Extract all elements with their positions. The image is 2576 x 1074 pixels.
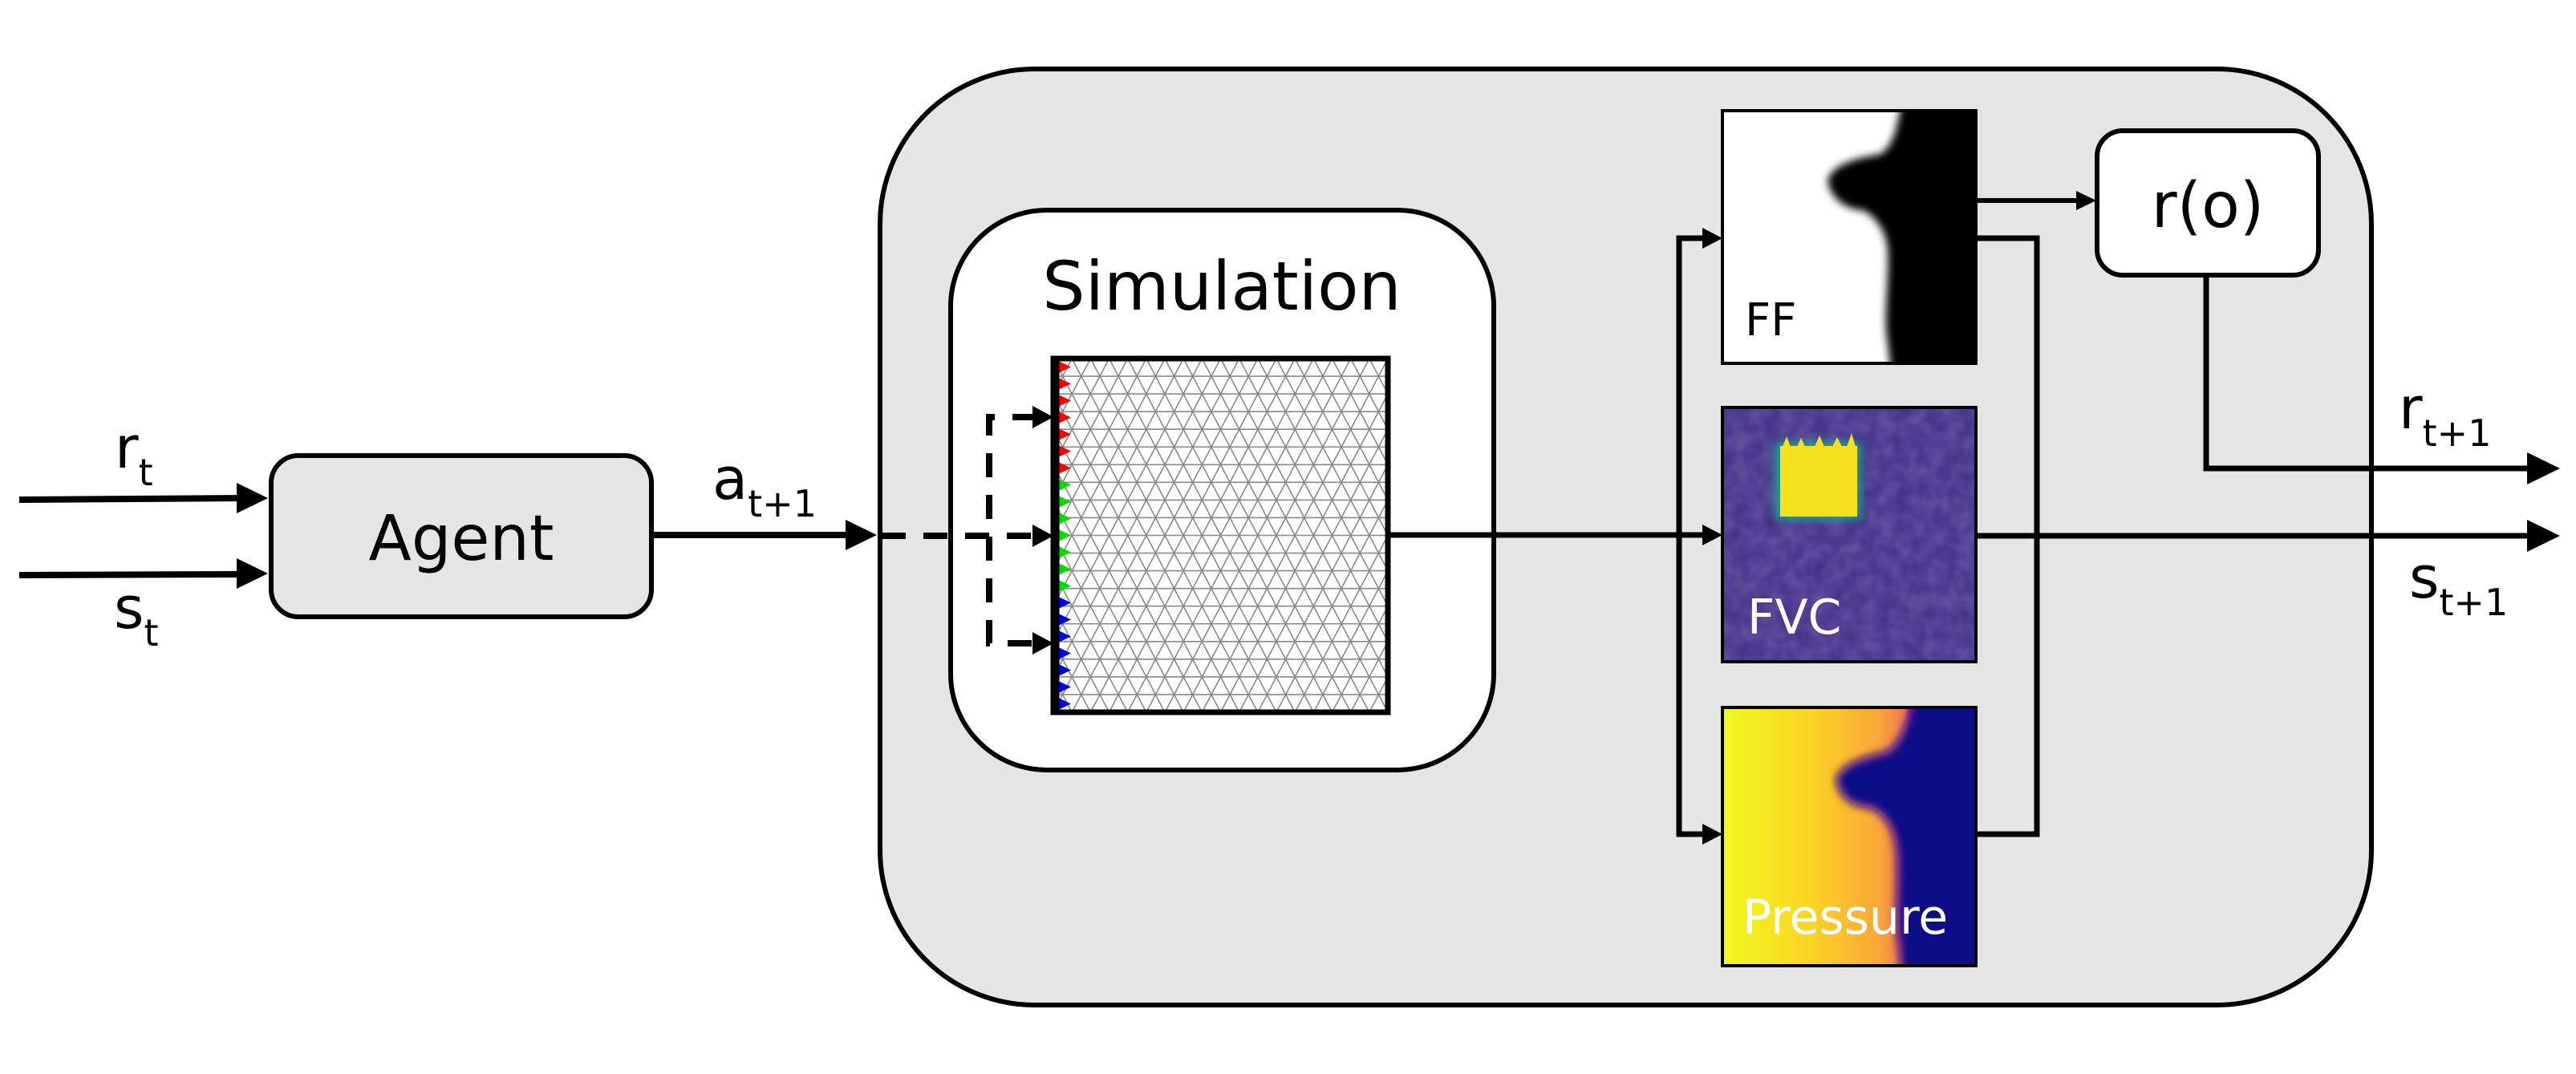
action-distribution-dashes bbox=[882, 414, 1036, 646]
mesh-edges bbox=[1053, 359, 1388, 712]
observation-bus bbox=[1388, 235, 1705, 837]
input-arrows bbox=[18, 483, 268, 589]
pressure-observation bbox=[1722, 707, 1976, 966]
reward-output-arrow bbox=[2203, 275, 2560, 484]
ff-label: FF bbox=[1745, 294, 1796, 347]
state-output-arrow bbox=[1976, 520, 2560, 552]
state-t-label: st bbox=[114, 574, 159, 655]
observation-arrowheads bbox=[1702, 228, 1722, 845]
simulation-label: Simulation bbox=[1042, 247, 1401, 326]
action-arrow bbox=[651, 520, 877, 550]
ff-to-reward-arrow bbox=[1976, 191, 2096, 210]
reward-t1-label: rt+1 bbox=[2399, 375, 2491, 455]
fvc-observation bbox=[1722, 407, 1976, 662]
action-label: at+1 bbox=[712, 445, 817, 525]
pressure-label: Pressure bbox=[1742, 890, 1948, 946]
reward-function-label: r(o) bbox=[2152, 170, 2265, 242]
simulation-mesh bbox=[1053, 359, 1388, 712]
reward-t-label: rt bbox=[115, 414, 153, 494]
ff-observation bbox=[1722, 111, 1976, 363]
state-t1-label: st+1 bbox=[2409, 544, 2508, 624]
fvc-label: FVC bbox=[1747, 590, 1841, 646]
action-distribution-arrowheads bbox=[1032, 406, 1053, 655]
agent-label: Agent bbox=[369, 503, 554, 575]
